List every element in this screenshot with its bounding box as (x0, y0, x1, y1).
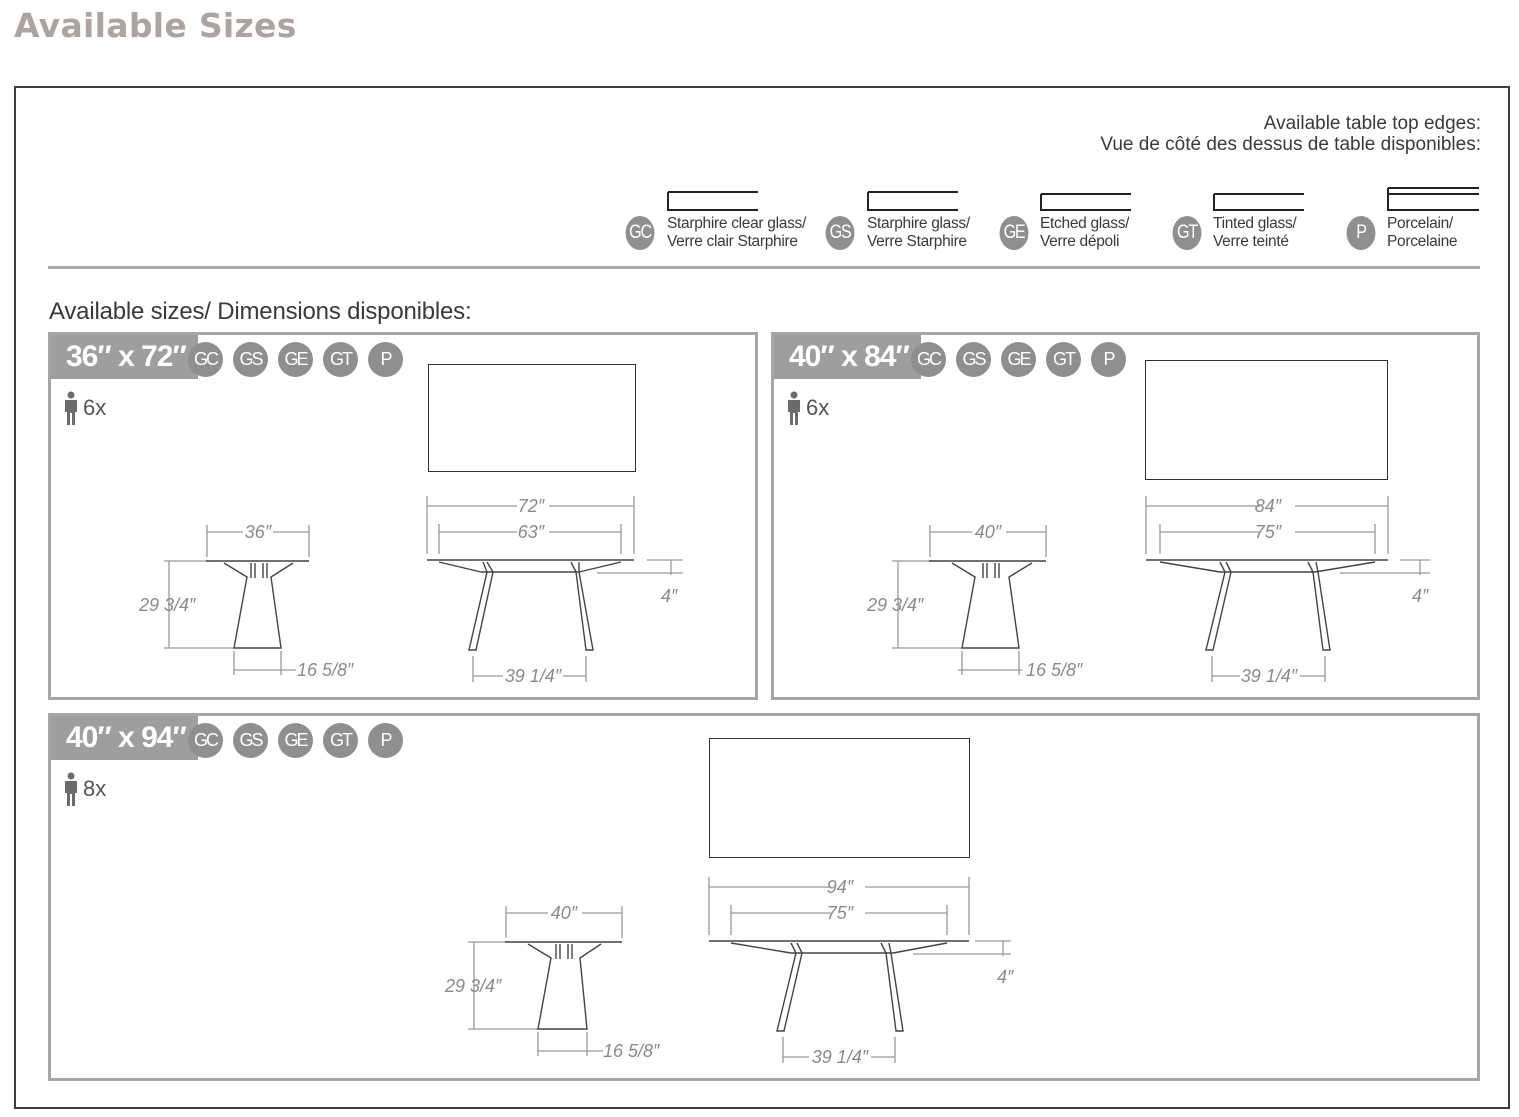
gc-badge-icon: GC (188, 342, 223, 377)
svg-text:4″: 4″ (1412, 586, 1429, 606)
table-side-view: 84″ 75″ 4″ 39 1/4″ (1145, 496, 1430, 686)
edge-label: Starphire clear glass/Verre clair Starph… (667, 215, 806, 250)
svg-text:40″: 40″ (975, 522, 1002, 542)
svg-text:40″: 40″ (551, 903, 578, 923)
svg-text:75″: 75″ (827, 903, 854, 923)
table-end-view: 40″ 29 3/4″ 16 5/8″ (444, 903, 660, 1061)
svg-text:75″: 75″ (1255, 522, 1282, 542)
svg-text:39 1/4″: 39 1/4″ (1241, 666, 1298, 686)
finish-badges: GC GS GE GT P (911, 342, 1126, 377)
svg-text:39 1/4″: 39 1/4″ (812, 1047, 869, 1067)
ge-badge-icon: GE (278, 342, 313, 377)
svg-text:84″: 84″ (1255, 496, 1282, 516)
p-badge-icon: P (1346, 216, 1376, 250)
svg-text:29 3/4″: 29 3/4″ (866, 595, 924, 615)
gt-badge-icon: GT (1172, 216, 1202, 250)
size-panel-40x94: 40″ x 94″ GC GS GE GT P 8x 40″ 29 3/4″ 1… (48, 713, 1480, 1081)
edge-label: Starphire glass/Verre Starphire (867, 215, 970, 250)
spec-sheet-frame (14, 86, 1510, 1109)
p-badge-icon: P (1091, 342, 1126, 377)
finish-badges: GC GS GE GT P (188, 723, 403, 758)
table-top-view (428, 364, 636, 472)
svg-text:16 5/8″: 16 5/8″ (603, 1041, 660, 1061)
edges-title-en: Available table top edges: (1263, 113, 1481, 134)
seat-count: 6x (806, 395, 830, 420)
size-label: 40″ x 84″ (774, 335, 921, 379)
edge-profile-icon (1387, 187, 1479, 211)
gs-badge-icon: GS (233, 342, 268, 377)
seating-capacity: 6x (63, 391, 106, 425)
edge-profile-icon (1213, 193, 1304, 211)
svg-text:29 3/4″: 29 3/4″ (444, 976, 502, 996)
person-icon (65, 772, 77, 806)
seat-count: 8x (83, 776, 107, 801)
table-top-view (709, 738, 970, 858)
gs-badge-icon: GS (956, 342, 991, 377)
edge-label: Porcelain/Porcelaine (1387, 215, 1458, 250)
edge-profile-icon (1040, 193, 1131, 211)
edges-title: Available table top edges: Vue de côté d… (1100, 113, 1481, 155)
edge-legend-gc: GC Starphire clear glass/Verre clair Sta… (623, 186, 813, 256)
size-label: 36″ x 72″ (51, 335, 198, 379)
seating-capacity: 6x (786, 391, 829, 425)
p-badge-icon: P (368, 723, 403, 758)
edge-legend-gt: GT Tinted glass/Verre teinté (1170, 186, 1320, 256)
svg-text:63″: 63″ (518, 522, 545, 542)
svg-text:39 1/4″: 39 1/4″ (505, 666, 562, 686)
ge-badge-icon: GE (1001, 342, 1036, 377)
person-icon (788, 391, 800, 425)
edge-legend-gs: GS Starphire glass/Verre Starphire (823, 186, 983, 256)
size-label: 40″ x 94″ (51, 716, 198, 760)
svg-text:4″: 4″ (997, 967, 1014, 987)
gs-badge-icon: GS (233, 723, 268, 758)
svg-text:29 3/4″: 29 3/4″ (138, 595, 196, 615)
seat-count: 6x (83, 395, 107, 420)
svg-text:94″: 94″ (827, 877, 854, 897)
svg-text:16 5/8″: 16 5/8″ (1026, 660, 1083, 680)
page-title: Available Sizes (14, 6, 297, 45)
gc-badge-icon: GC (188, 723, 223, 758)
gt-badge-icon: GT (323, 342, 358, 377)
divider (48, 266, 1480, 269)
edge-profile-icon (867, 191, 958, 211)
ge-badge-icon: GE (278, 723, 313, 758)
gs-badge-icon: GS (825, 216, 855, 250)
svg-text:72″: 72″ (518, 496, 545, 516)
size-panel-36x72: 36″ x 72″ GC GS GE GT P 6x 36″ 29 3/4″ 1… (48, 332, 758, 700)
gc-badge-icon: GC (911, 342, 946, 377)
p-badge-icon: P (368, 342, 403, 377)
edge-profile-icon (667, 191, 758, 211)
edge-label: Etched glass/Verre dépoli (1040, 215, 1130, 250)
edge-legend-p: P Porcelain/Porcelaine (1344, 186, 1484, 256)
ge-badge-icon: GE (999, 216, 1029, 250)
edge-label: Tinted glass/Verre teinté (1213, 215, 1297, 250)
edges-title-fr: Vue de côté des dessus de table disponib… (1100, 134, 1481, 155)
gt-badge-icon: GT (323, 723, 358, 758)
table-end-view: 36″ 29 3/4″ 16 5/8″ (138, 522, 354, 680)
svg-text:16 5/8″: 16 5/8″ (297, 660, 354, 680)
svg-text:36″: 36″ (245, 522, 272, 542)
person-icon (65, 391, 77, 425)
seating-capacity: 8x (63, 772, 106, 806)
gc-badge-icon: GC (625, 216, 655, 250)
sizes-heading: Available sizes/ Dimensions disponibles: (49, 298, 472, 325)
svg-text:4″: 4″ (661, 586, 678, 606)
gt-badge-icon: GT (1046, 342, 1081, 377)
table-end-view: 40″ 29 3/4″ 16 5/8″ (866, 522, 1083, 680)
size-panel-40x84: 40″ x 84″ GC GS GE GT P 6x 40″ 29 3/4″ 1… (771, 332, 1480, 700)
table-top-view (1145, 360, 1388, 480)
table-side-view: 72″ 63″ 4″ 39 1/4″ (426, 496, 683, 686)
edge-legend-ge: GE Etched glass/Verre dépoli (997, 186, 1147, 256)
finish-badges: GC GS GE GT P (188, 342, 403, 377)
table-side-view: 94″ 75″ 4″ 39 1/4″ (708, 877, 1014, 1067)
